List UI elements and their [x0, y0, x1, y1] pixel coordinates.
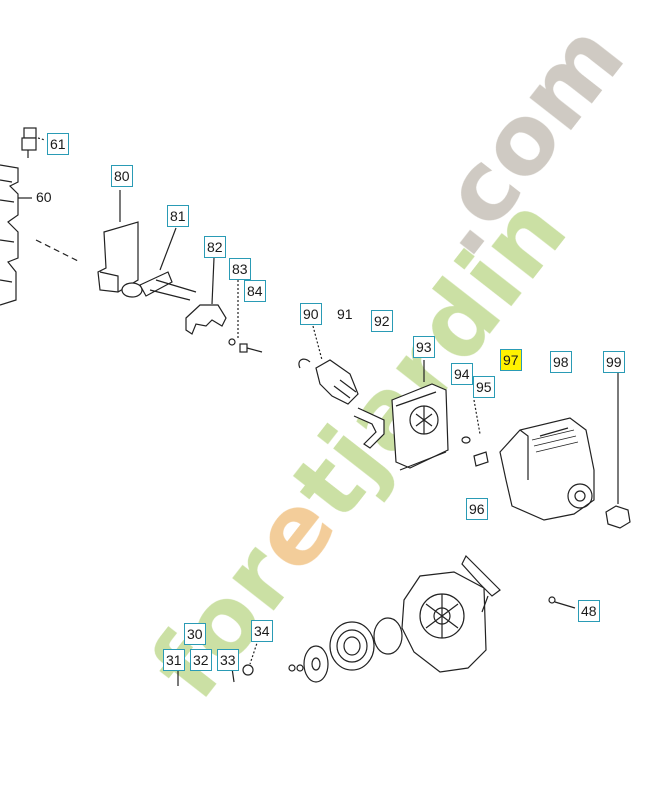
part-label-91: 91: [337, 306, 353, 322]
part-label-93[interactable]: 93: [413, 336, 435, 358]
part-label-32[interactable]: 32: [190, 649, 212, 671]
starter-handle-drawing: [461, 554, 501, 613]
part-label-90[interactable]: 90: [300, 303, 322, 325]
bracket-drawing: [185, 257, 227, 335]
part-label-97[interactable]: 97: [500, 349, 522, 371]
screw-48-drawing: [548, 596, 576, 609]
part-label-92[interactable]: 92: [371, 310, 393, 332]
manifold-drawing: [121, 227, 197, 301]
part-label-30[interactable]: 30: [184, 623, 206, 645]
washer-screw-drawing: [461, 399, 489, 467]
part-label-81[interactable]: 81: [167, 205, 189, 227]
ignition-lever-drawing: [298, 325, 385, 449]
part-label-96[interactable]: 96: [466, 498, 488, 520]
spark-plug-drawing: [21, 127, 46, 158]
part-label-34[interactable]: 34: [251, 620, 273, 642]
knob-drawing: [605, 372, 631, 529]
part-label-83[interactable]: 83: [229, 258, 251, 280]
part-label-61[interactable]: 61: [47, 133, 69, 155]
part-label-84[interactable]: 84: [244, 280, 266, 302]
heat-shield-plate-drawing: [97, 190, 139, 293]
part-label-33[interactable]: 33: [217, 649, 239, 671]
part-label-94[interactable]: 94: [451, 363, 473, 385]
small-parts-drawing: [177, 639, 304, 686]
part-label-31[interactable]: 31: [163, 649, 185, 671]
rewind-spring-drawing: [303, 617, 403, 683]
starter-housing-drawing: [401, 571, 487, 673]
cylinder-drawing: [0, 164, 81, 306]
part-label-98[interactable]: 98: [550, 351, 572, 373]
part-label-48[interactable]: 48: [578, 600, 600, 622]
part-label-95[interactable]: 95: [473, 376, 495, 398]
part-label-82[interactable]: 82: [204, 236, 226, 258]
air-filter-housing-drawing: [391, 360, 449, 471]
part-label-99[interactable]: 99: [603, 351, 625, 373]
engine-cover-drawing: [499, 417, 595, 521]
bolt-drawing: [228, 280, 263, 353]
part-label-60: 60: [36, 189, 52, 205]
part-label-80[interactable]: 80: [111, 165, 133, 187]
